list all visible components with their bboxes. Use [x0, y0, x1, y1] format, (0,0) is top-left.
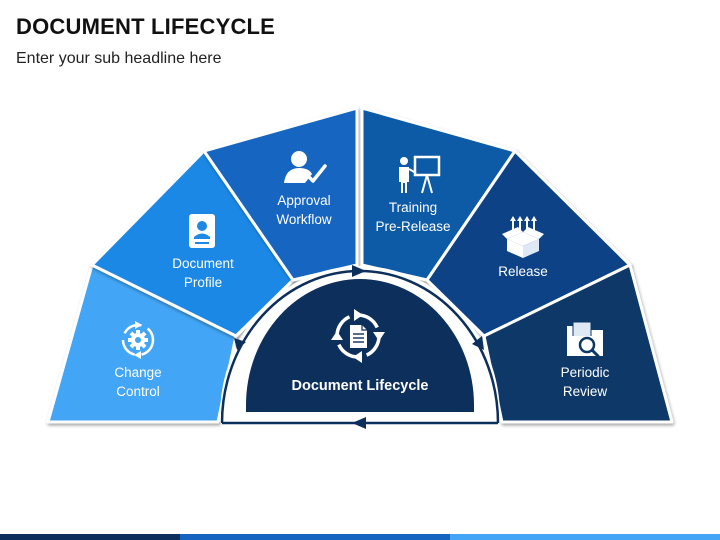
- page-title: DOCUMENT LIFECYCLE: [16, 14, 276, 39]
- center-label: Document Lifecycle: [292, 378, 429, 394]
- segment-label-line1: Approval: [277, 193, 330, 208]
- bottom-accent-bar: [0, 534, 720, 540]
- segment-label-line2: Control: [116, 384, 160, 399]
- presentation-board-icon: [399, 155, 441, 194]
- id-card-icon: [189, 214, 215, 248]
- segment-label-line2: Pre-Release: [375, 219, 450, 234]
- document-cycle-icon: [331, 309, 385, 363]
- segment-label-line2: Profile: [184, 275, 222, 290]
- segment-label-line1: Document: [172, 256, 234, 271]
- center-hub: Document Lifecycle: [220, 265, 500, 429]
- user-check-icon: [284, 151, 327, 183]
- folder-search-icon: [567, 321, 603, 358]
- segment-label-line2: Workflow: [276, 212, 332, 227]
- ring-arrow-left: [234, 338, 246, 350]
- segment-shape: [202, 106, 359, 282]
- bottom-bar-segment: [0, 534, 180, 540]
- segment-label-line1: Training: [389, 200, 437, 215]
- ring-arrow-right: [472, 336, 484, 350]
- segment-label-line1: Periodic: [561, 365, 610, 380]
- ring-arrow-bottom: [352, 417, 366, 429]
- ring-arrow-top: [352, 265, 366, 277]
- segment-label-line1: Release: [498, 264, 548, 279]
- box-release-icon: [502, 216, 544, 258]
- page-subtitle: Enter your sub headline here: [16, 50, 222, 67]
- bottom-bar-segment: [180, 534, 450, 540]
- segment-label-line1: Change: [114, 365, 161, 380]
- bottom-bar-segment: [450, 534, 720, 540]
- segment-label-line2: Review: [563, 384, 608, 399]
